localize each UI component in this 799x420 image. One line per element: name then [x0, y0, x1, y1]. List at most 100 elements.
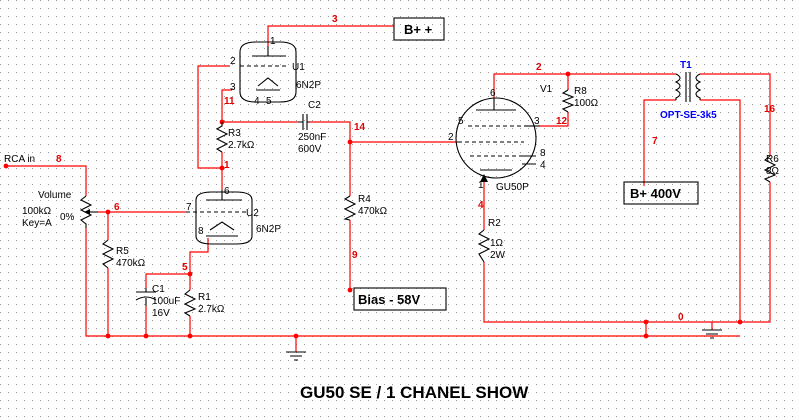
resistor-r6 — [763, 155, 777, 183]
net-label-11: 11 — [224, 96, 235, 107]
u1-type: 6N2P — [296, 80, 321, 91]
u1-ref: U1 — [292, 62, 305, 73]
net-label-5: 5 — [182, 262, 188, 273]
u2-type: 6N2P — [256, 224, 281, 235]
v1-type: GU50P — [496, 182, 529, 193]
u1-pin3: 3 — [230, 82, 236, 93]
resistor-r3 — [215, 122, 229, 153]
net-label-4: 4 — [478, 200, 484, 211]
wire-secondary-ground — [700, 99, 741, 322]
rail-bplus-plus-label: B+ + — [404, 22, 433, 37]
ground-symbol-right — [702, 329, 722, 339]
resistor-r4 — [343, 195, 357, 221]
t1-ref: T1 — [680, 60, 692, 71]
wire-r6-bottom — [712, 182, 771, 323]
v1-pin5: 5 — [458, 116, 464, 127]
r3-value: 2.7kΩ — [228, 140, 255, 151]
wire-net-2 — [493, 73, 676, 98]
net-label-14: 14 — [354, 122, 366, 133]
volume-pos: 0% — [60, 212, 75, 223]
t1-value: OPT-SE-3k5 — [660, 110, 717, 121]
c2-voltage: 600V — [298, 144, 322, 155]
resistor-r8 — [561, 89, 575, 113]
r3-ref: R3 — [228, 128, 241, 139]
rail-box-bias — [353, 287, 447, 311]
v1-pin1: 1 — [478, 180, 484, 191]
u1-pin1: 1 — [270, 36, 276, 47]
v1-pin2: 2 — [448, 132, 454, 143]
resistor-r5 — [101, 239, 115, 269]
diagram-title: GU50 SE / 1 CHANEL SHOW — [300, 383, 529, 402]
tube-v1 — [455, 97, 540, 182]
v1-ref: V1 — [540, 84, 553, 95]
c2-ref: C2 — [308, 100, 321, 111]
net-label-2: 2 — [536, 62, 542, 73]
net-label-16: 16 — [764, 104, 776, 115]
net-label-8: 8 — [56, 154, 62, 165]
potentiometer-volume — [79, 195, 98, 228]
r1-ref: R1 — [198, 292, 211, 303]
rail-bplus-400-label: B+ 400V — [630, 186, 681, 201]
r4-ref: R4 — [358, 194, 371, 205]
tube-u2 — [186, 190, 253, 245]
net-label-6: 6 — [114, 202, 120, 213]
r5-value: 470kΩ — [116, 258, 146, 269]
r2-power: 2W — [490, 250, 506, 261]
u2-ref: U2 — [246, 208, 259, 219]
wire-net-11b — [221, 89, 232, 122]
v1-pin4: 4 — [540, 160, 546, 171]
v1-pin8: 8 — [540, 148, 546, 159]
v1-pin3: 3 — [534, 116, 540, 127]
capacitor-c2 — [298, 114, 310, 130]
net-label-12: 12 — [556, 116, 568, 127]
u2-pin8: 8 — [198, 226, 204, 237]
c1-voltage: 16V — [152, 308, 170, 319]
wire-net-7 — [643, 99, 676, 186]
c1-ref: C1 — [152, 284, 165, 295]
net-label-9: 9 — [352, 250, 358, 261]
wire-net-0 — [483, 262, 712, 323]
junctions — [3, 71, 743, 339]
tube-u1 — [239, 41, 297, 103]
wire-ground-bus — [85, 228, 740, 337]
u1-pin4: 4 — [254, 96, 260, 107]
net-label-1: 1 — [224, 160, 230, 171]
r1-value: 2.7kΩ — [198, 304, 225, 315]
net-label-3: 3 — [332, 14, 338, 25]
r4-value: 470kΩ — [358, 206, 388, 217]
r8-ref: R8 — [574, 86, 587, 97]
u2-pin6: 6 — [224, 186, 230, 197]
resistor-r2 — [477, 229, 491, 263]
wire-net-3 — [267, 25, 394, 46]
resistor-r1 — [183, 289, 197, 317]
rail-box-bplus-plus — [393, 17, 445, 41]
c2-value: 250nF — [298, 132, 326, 143]
volume-value: 100kΩ — [22, 206, 52, 217]
c1-value: 100uF — [152, 296, 180, 307]
net-label-7: 7 — [652, 136, 658, 147]
capacitor-c1 — [135, 288, 157, 306]
u1-pin5: 5 — [266, 96, 272, 107]
r6-value: 8Ω — [766, 166, 780, 177]
transformer-t1 — [674, 72, 702, 102]
rail-box-bplus-400 — [623, 181, 699, 205]
wires — [6, 25, 771, 352]
wire-net-8 — [6, 165, 87, 196]
r8-value: 100Ω — [574, 98, 599, 109]
r2-ref: R2 — [488, 218, 501, 229]
r5-ref: R5 — [116, 246, 129, 257]
wire-net-11a — [197, 65, 230, 169]
u2-pin7: 7 — [186, 202, 192, 213]
rail-bias-label: Bias - 58V — [358, 292, 420, 307]
volume-name: Volume — [38, 190, 72, 201]
wire-net-16 — [700, 73, 771, 156]
volume-key: Key=A — [22, 218, 52, 229]
ground-symbol-left — [286, 351, 306, 361]
r6-ref: R6 — [766, 154, 779, 165]
wire-net-12 — [540, 112, 569, 127]
r2-value: 1Ω — [490, 238, 504, 249]
u1-pin2: 2 — [230, 56, 236, 67]
wire-net-5 — [145, 238, 209, 288]
